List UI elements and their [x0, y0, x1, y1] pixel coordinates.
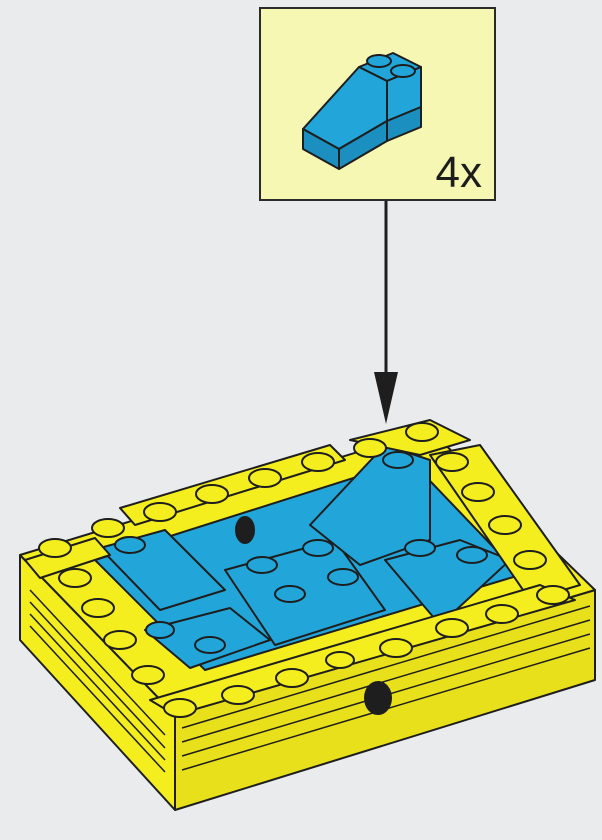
yellow-blue-brick-assembly-icon — [0, 0, 602, 840]
instruction-step: 4x — [0, 0, 602, 840]
